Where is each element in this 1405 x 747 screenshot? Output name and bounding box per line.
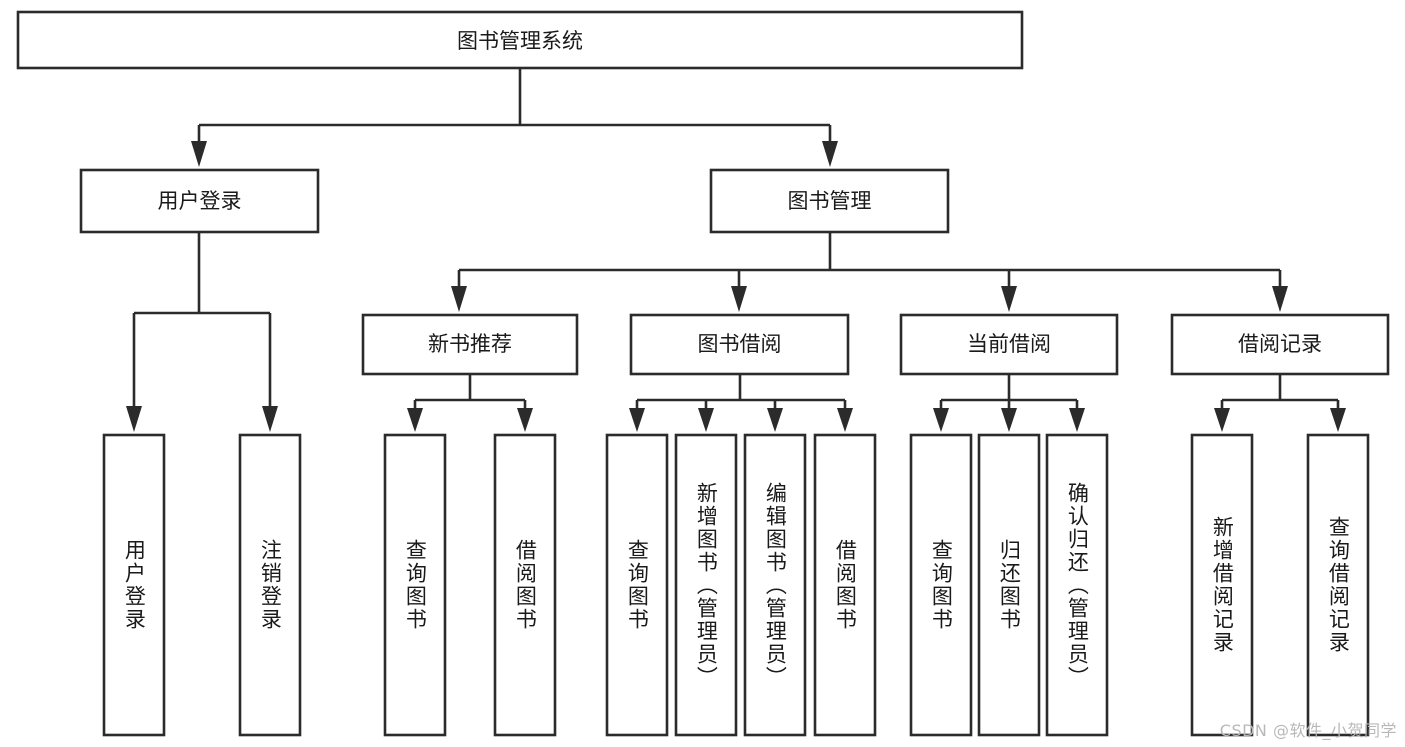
leaf-rec-add-box[interactable] <box>1190 433 1254 737</box>
arrow-to-leaf-rec-query <box>407 408 423 432</box>
arrow-to-user-login <box>191 141 207 167</box>
node-user-login[interactable]: 用户登录 <box>79 168 320 234</box>
node-book-manage[interactable]: 图书管理 <box>709 168 950 234</box>
node-root-label: 图书管理系统 <box>457 29 583 53</box>
arrow-to-book-borrow <box>731 286 747 312</box>
connector-userlogin-to-leaves <box>126 232 278 432</box>
node-user-login-box[interactable] <box>79 168 320 234</box>
arrow-to-leaf-user-logout <box>262 406 278 432</box>
csdn-watermark: CSDN @软件_小贺同学 <box>1219 721 1397 740</box>
arrow-to-leaf-cur-confirm <box>1069 408 1085 432</box>
leaf-user-login-box[interactable] <box>102 433 166 737</box>
connector-newbookrec-to-leaves <box>407 374 533 432</box>
arrow-to-leaf-borrow-edit <box>767 408 783 432</box>
leaf-user-logout-box[interactable] <box>238 433 302 737</box>
arrow-to-leaf-user-login <box>126 406 142 432</box>
node-new-book-rec-box[interactable] <box>361 313 579 376</box>
node-borrow-record[interactable]: 借阅记录 <box>1170 313 1390 376</box>
arrow-to-leaf-cur-return <box>1001 408 1017 432</box>
node-book-borrow[interactable]: 图书借阅 <box>629 313 850 376</box>
node-current-borrow-box[interactable] <box>899 313 1119 376</box>
node-book-manage-label: 图书管理 <box>788 189 872 213</box>
node-new-book-rec[interactable]: 新书推荐 <box>361 313 579 376</box>
leaf-boxes <box>102 433 1370 737</box>
leaf-cur-query-box[interactable] <box>909 433 973 737</box>
node-current-borrow-label: 当前借阅 <box>967 332 1051 356</box>
connector-bookborrow-to-leaves <box>629 374 853 432</box>
node-new-book-rec-label: 新书推荐 <box>428 332 512 356</box>
node-borrow-record-box[interactable] <box>1170 313 1390 376</box>
arrow-to-borrow-record <box>1272 286 1288 312</box>
connector-borrowrecord-to-leaves <box>1214 374 1346 432</box>
node-user-login-label: 用户登录 <box>158 189 242 213</box>
connector-bookmanage-to-level3 <box>451 232 1288 312</box>
leaf-borrow-query-box[interactable] <box>605 433 669 737</box>
leaf-borrow-do-box[interactable] <box>813 433 877 737</box>
leaf-rec-query-box[interactable] <box>383 433 447 737</box>
arrow-to-leaf-rec-query2 <box>1330 408 1346 432</box>
node-root-box[interactable] <box>16 10 1024 70</box>
arrow-to-leaf-rec-add <box>1214 408 1230 432</box>
leaf-rec-query2-box[interactable] <box>1306 433 1370 737</box>
arrow-to-current-borrow <box>1001 286 1017 312</box>
arrow-to-leaf-borrow-add <box>698 408 714 432</box>
arrow-to-leaf-rec-borrow <box>517 408 533 432</box>
connector-currentborrow-to-leaves <box>933 374 1085 432</box>
node-root[interactable]: 图书管理系统 <box>16 10 1024 70</box>
node-current-borrow[interactable]: 当前借阅 <box>899 313 1119 376</box>
arrow-to-leaf-cur-query <box>933 408 949 432</box>
node-book-borrow-box[interactable] <box>629 313 850 376</box>
leaf-rec-borrow-box[interactable] <box>493 433 557 737</box>
arrow-to-leaf-borrow-query <box>629 408 645 432</box>
node-book-manage-box[interactable] <box>709 168 950 234</box>
arrow-to-book-manage <box>822 141 838 167</box>
arrow-to-leaf-borrow-do <box>837 408 853 432</box>
node-book-borrow-label: 图书借阅 <box>698 332 782 356</box>
leaf-borrow-add-box[interactable] <box>674 433 738 737</box>
connector-root-to-level2 <box>191 68 838 167</box>
node-borrow-record-label: 借阅记录 <box>1238 332 1322 356</box>
arrow-to-new-book-rec <box>451 286 467 312</box>
leaf-borrow-edit-box[interactable] <box>743 433 807 737</box>
leaf-cur-return-box[interactable] <box>977 433 1041 737</box>
leaf-cur-confirm-box[interactable] <box>1045 433 1109 737</box>
